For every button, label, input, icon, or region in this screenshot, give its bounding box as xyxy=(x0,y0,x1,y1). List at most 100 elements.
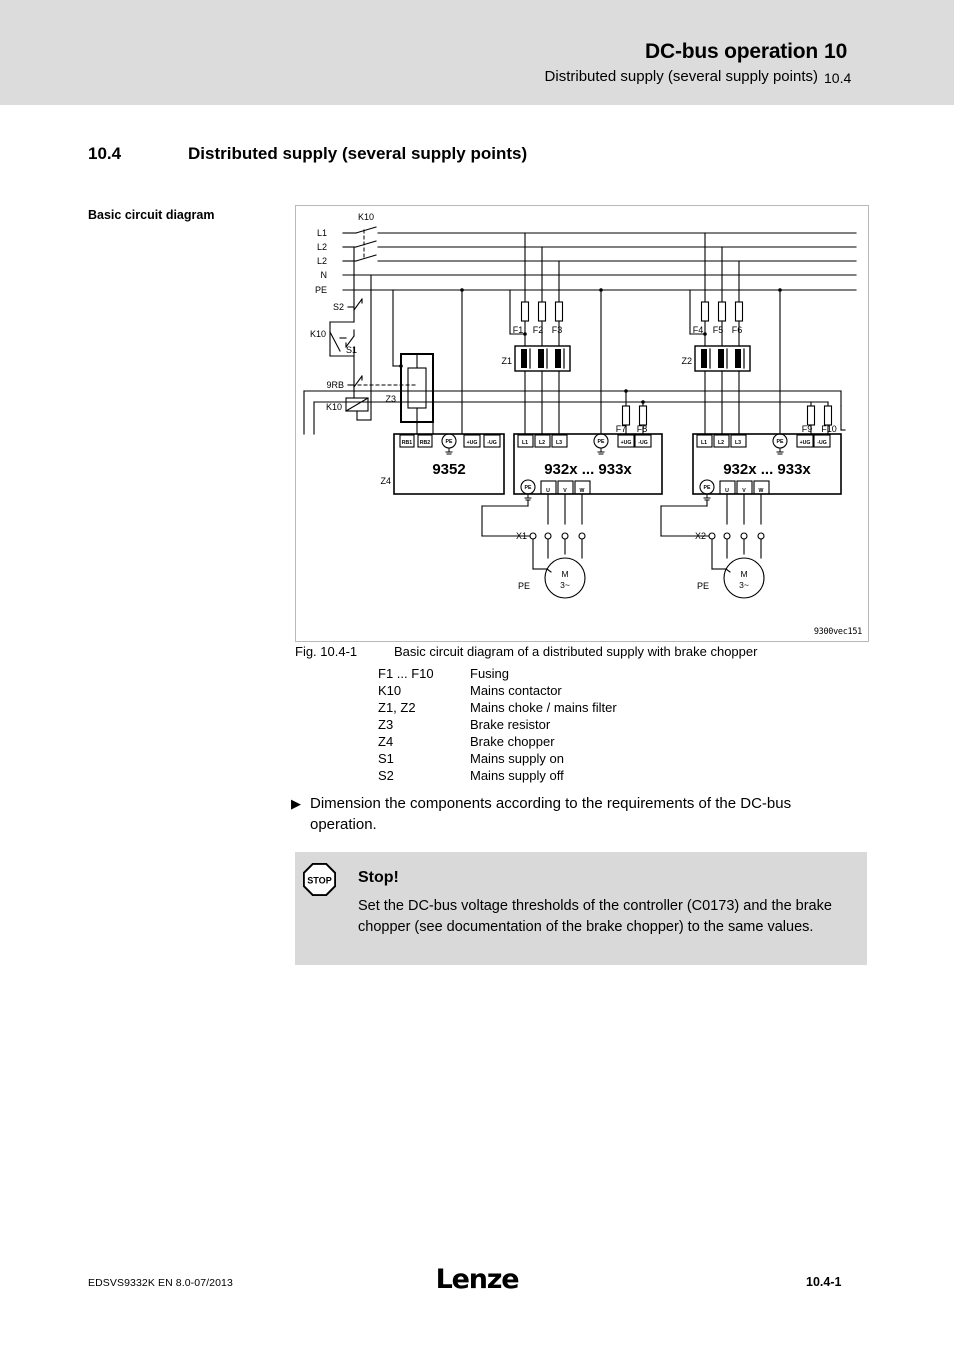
terminal-l3: L3 xyxy=(556,440,562,446)
terminal-minus-ug: -UG xyxy=(487,440,497,446)
control-label-k10-coil: K10 xyxy=(326,402,342,412)
terminal-w: W xyxy=(759,488,764,494)
terminal-l1: L1 xyxy=(701,440,707,446)
fuse-label-f2: F2 xyxy=(533,325,544,335)
motor-symbol-text-2b: 3~ xyxy=(739,580,749,590)
instruction-bullet: ▶ Dimension the components according to … xyxy=(291,793,871,835)
terminal-pe-out: PE xyxy=(525,485,532,491)
note-title: Stop! xyxy=(358,869,399,886)
rail-label-n: N xyxy=(321,270,328,280)
terminal-plus-ug: +UG xyxy=(621,440,632,446)
page-header-band xyxy=(0,0,954,105)
legend-key: S2 xyxy=(378,768,394,783)
control-label-s1: S1 xyxy=(346,345,357,355)
motor-pe-label-1: PE xyxy=(518,581,530,591)
diagram-reference-code: 9300vec151 xyxy=(813,627,862,637)
motor-symbol-text-2a: M xyxy=(740,569,747,579)
terminal-minus-ug: -UG xyxy=(817,440,827,446)
terminal-pe: PE xyxy=(777,439,784,445)
terminal-plus-ug: +UG xyxy=(800,440,811,446)
section-number: 10.4 xyxy=(88,144,122,163)
terminal-pe: PE xyxy=(446,439,453,445)
legend-key: K10 xyxy=(378,683,402,698)
footer-document-id: EDSVS9332K EN 8.0-07/2013 xyxy=(88,1277,233,1289)
diagram-motor-labels: X1 X2 M 3~ M 3~ PE PE xyxy=(516,531,749,591)
motor-symbol-text-1b: 3~ xyxy=(560,580,570,590)
legend-value: Mains supply on xyxy=(470,751,564,766)
bullet-marker-icon: ▶ xyxy=(291,796,301,811)
module-932x-933x-right: L1 L2 L3 PE +UG -UG 932x ... 933x PE U V… xyxy=(701,439,827,494)
header-section-number: 10.4 xyxy=(824,70,852,86)
fuse-label-f4: F4 xyxy=(693,325,704,335)
circuit-diagram-svg: L1 L2 L2 N PE K10 S2 K10 S1 9RB K10 Z3 Z… xyxy=(303,212,857,599)
terminal-pe: PE xyxy=(598,439,605,445)
diagram-control-labels: S2 K10 S1 9RB K10 xyxy=(310,302,357,412)
terminal-w: W xyxy=(580,488,585,494)
fuse-label-f9: F9 xyxy=(802,424,813,434)
module-title: 932x ... 933x xyxy=(544,461,632,478)
legend-value: Mains choke / mains filter xyxy=(470,700,617,715)
legend-row: Z3 Brake resistor xyxy=(378,716,858,733)
legend-value: Fusing xyxy=(470,666,510,681)
terminal-rb2: RB2 xyxy=(420,440,430,446)
legend-key: F1 ... F10 xyxy=(378,666,434,681)
terminal-l2: L2 xyxy=(539,440,545,446)
module-title-9352: 9352 xyxy=(432,461,465,478)
terminal-l2: L2 xyxy=(718,440,724,446)
stop-icon-text: STOP xyxy=(307,876,332,886)
rail-label-pe: PE xyxy=(315,285,327,295)
legend-value: Brake resistor xyxy=(470,717,551,732)
circuit-diagram: L1 L2 L2 N PE K10 S2 K10 S1 9RB K10 Z3 Z… xyxy=(295,205,869,642)
module-9352: RB1 RB2 PE +UG -UG 9352 xyxy=(402,439,497,478)
component-label-z3: Z3 xyxy=(385,394,396,404)
fuse-label-f8: F8 xyxy=(637,424,648,434)
terminal-minus-ug: -UG xyxy=(638,440,648,446)
connector-label-x1: X1 xyxy=(516,531,527,541)
legend-row: S2 Mains supply off xyxy=(378,767,858,784)
terminal-l1: L1 xyxy=(522,440,528,446)
component-label-z1: Z1 xyxy=(501,356,512,366)
diagram-rail-labels: L1 L2 L2 N PE K10 xyxy=(315,212,374,295)
legend-key: Z4 xyxy=(378,734,394,749)
terminal-u: U xyxy=(725,488,729,494)
terminal-plus-ug: +UG xyxy=(467,440,478,446)
legend-row: Z4 Brake chopper xyxy=(378,733,858,750)
legend-value: Mains contactor xyxy=(470,683,562,698)
fuse-label-f5: F5 xyxy=(713,325,724,335)
footer-logo-lenze: Lenze xyxy=(435,1264,520,1295)
figure-label: Fig. 10.4-1 xyxy=(295,644,358,659)
terminal-pe-out: PE xyxy=(704,485,711,491)
fuse-label-f7: F7 xyxy=(616,424,627,434)
module-932x-933x-left: L1 L2 L3 PE +UG -UG 932x ... 933x PE U V… xyxy=(522,439,648,494)
fuse-label-f1: F1 xyxy=(513,325,524,335)
module-title: 932x ... 933x xyxy=(723,461,811,478)
terminal-rb1: RB1 xyxy=(402,440,412,446)
legend-key: S1 xyxy=(378,751,394,766)
component-label-z4: Z4 xyxy=(380,476,391,486)
legend-value: Brake chopper xyxy=(470,734,555,749)
figure-legend: F1 ... F10 Fusing K10 Mains contactor Z1… xyxy=(378,665,858,784)
header-chapter-number: 10 xyxy=(824,40,848,63)
rail-label-l2a: L2 xyxy=(317,242,327,252)
fuse-label-f10: F10 xyxy=(821,424,837,434)
stop-note-box xyxy=(295,852,867,965)
stop-icon: STOP xyxy=(303,863,336,896)
header-title: DC-bus operation xyxy=(645,40,818,63)
legend-key: Z1, Z2 xyxy=(378,700,416,715)
control-label-s2: S2 xyxy=(333,302,344,312)
terminal-v: V xyxy=(742,488,746,494)
margin-label-basic-circuit-diagram: Basic circuit diagram xyxy=(88,208,215,222)
motor-pe-label-2: PE xyxy=(697,581,709,591)
note-body: Set the DC-bus voltage thresholds of the… xyxy=(358,898,832,935)
header-subtitle: Distributed supply (several supply point… xyxy=(544,68,818,85)
control-label-k10-aux: K10 xyxy=(310,329,326,339)
footer-page-number: 10.4-1 xyxy=(806,1275,842,1289)
rail-label-l1: L1 xyxy=(317,228,327,238)
legend-row: Z1, Z2 Mains choke / mains filter xyxy=(378,699,858,716)
control-label-thermal-9rb: 9RB xyxy=(326,380,344,390)
connector-label-x2: X2 xyxy=(695,531,706,541)
terminal-v: V xyxy=(563,488,567,494)
section-title: Distributed supply (several supply point… xyxy=(188,144,528,163)
fuse-label-f6: F6 xyxy=(732,325,743,335)
terminal-u: U xyxy=(546,488,550,494)
